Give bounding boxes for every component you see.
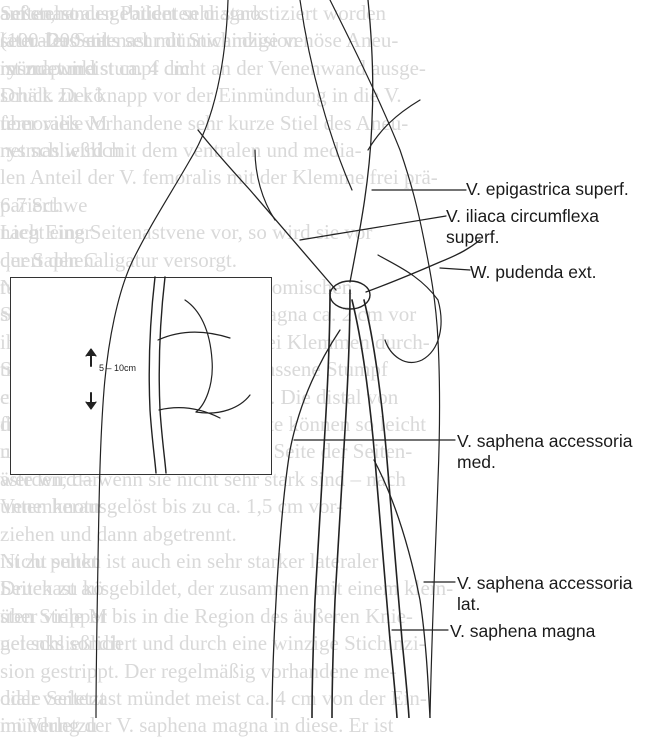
epigastrica-branch xyxy=(367,99,421,151)
femoral-vein xyxy=(311,289,331,718)
leg-outline-left xyxy=(95,0,229,718)
saphena-acc-med xyxy=(271,329,341,718)
leg-outline-right xyxy=(329,0,441,718)
leader-pudenda xyxy=(439,267,471,271)
label-saphena-accessoria-lat-2: lat. xyxy=(457,594,481,614)
iliaca-branch xyxy=(254,149,276,221)
label-saphena-accessoria-med-2: med. xyxy=(457,452,496,472)
pudenda-vein xyxy=(365,239,481,293)
inset-branch xyxy=(157,331,231,341)
label-saphena-accessoria-lat: V. saphena accessoria xyxy=(457,573,633,593)
anatomical-illustration xyxy=(85,0,481,718)
epigastrica-vein xyxy=(349,0,374,283)
leader-iliaca xyxy=(299,215,447,241)
label-saphena-accessoria-med: V. saphena accessoria xyxy=(457,431,633,451)
inset-vein xyxy=(148,276,157,474)
inset-branch-2 xyxy=(158,407,221,419)
inset-vein-2 xyxy=(158,276,167,474)
label-pudenda-ext: W. pudenda ext. xyxy=(470,262,597,282)
label-epigastrica-superf: V. epigastrica superf. xyxy=(466,179,629,199)
iliaca-circumflexa-vein xyxy=(197,129,337,291)
inset-detail-box xyxy=(10,277,272,475)
femoral-vein-2 xyxy=(331,289,351,718)
label-saphena-magna: V. saphena magna xyxy=(450,621,596,641)
skin-flap-edge-2 xyxy=(195,394,251,414)
saphena-acc-lat xyxy=(373,459,431,718)
label-iliaca-circumflexa: V. iliaca circumflexa xyxy=(446,206,600,226)
saphena-magna-vein-2 xyxy=(363,299,410,718)
groin-fold xyxy=(299,0,353,191)
saphena-magna-vein xyxy=(351,299,398,718)
skin-flap xyxy=(377,254,442,363)
label-iliaca-circumflexa-superf: superf. xyxy=(446,227,500,247)
inset-distance-label: 5 – 10cm xyxy=(99,363,137,373)
skin-flap-edge xyxy=(184,299,213,413)
